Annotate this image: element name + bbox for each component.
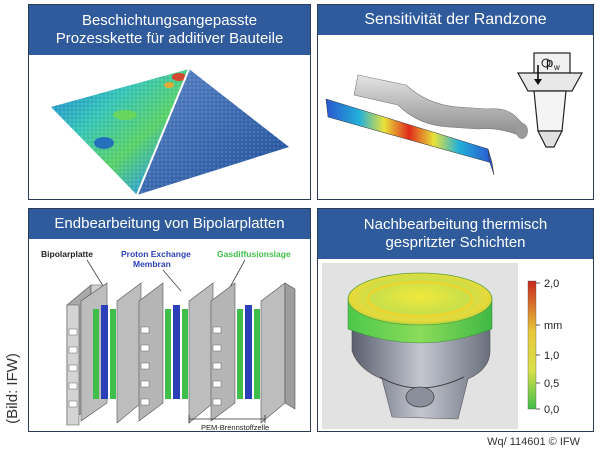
scale-tick-max: 2,0: [544, 278, 559, 290]
symbol-p: p: [546, 55, 553, 70]
indenter-icon: p w: [516, 52, 584, 148]
fuel-cell-graphic: Bipolarplatte Proton Exchange Membran Ga…: [41, 249, 296, 432]
surface-scan-image: [29, 55, 310, 199]
fuel-cell-stack: [66, 282, 296, 426]
piston-graphic: 2,0 mm 1,0 0,5 0,0: [322, 263, 562, 429]
symbol-w: w: [553, 63, 560, 72]
label-pem-line2: Membran: [133, 259, 171, 269]
side-credit-text: (Bild: IFW): [3, 352, 21, 424]
label-pem-line1: Proton Exchange: [121, 249, 191, 259]
label-pem-fuel-cell: PEM-Brennstoffzelle: [201, 423, 269, 432]
side-credit: (Bild: IFW): [0, 318, 24, 458]
label-gas-diffusion: Gasdiffusionslage: [217, 249, 291, 259]
footer-credit: Wq/ 114601 © IFW: [487, 436, 580, 448]
panel-coating-process-chain: Beschichtungsangepasste Prozesskette für…: [28, 4, 311, 200]
panel-title: Sensitivität der Randzone: [318, 5, 593, 35]
panel-title: Beschichtungsangepasste Prozesskette für…: [29, 5, 310, 55]
scale-tick-05: 0,5: [544, 378, 559, 390]
panel-title: Nachbearbeitung thermisch gespritzter Sc…: [318, 209, 593, 259]
surface-scan-graphic: [51, 68, 289, 196]
panel-thermal-spray-coatings: Nachbearbeitung thermisch gespritzter Sc…: [317, 208, 594, 432]
specimen-image: p w: [318, 35, 593, 199]
label-bipolar-plate: Bipolarplatte: [41, 249, 93, 259]
panel-bipolar-plates: Endbearbeitung von Bipolarplatten Bipola…: [28, 208, 311, 432]
color-scale-legend: 2,0 mm 1,0 0,5 0,0: [527, 278, 562, 416]
panel-title: Endbearbeitung von Bipolarplatten: [29, 209, 310, 239]
fuel-cell-diagram: Bipolarplatte Proton Exchange Membran Ga…: [29, 239, 310, 431]
piston-scan-image: 2,0 mm 1,0 0,5 0,0: [318, 259, 593, 431]
panel-edge-zone-sensitivity: Sensitivität der Randzone: [317, 4, 594, 200]
scale-tick-min: 0,0: [544, 404, 559, 416]
scale-unit: mm: [544, 320, 562, 332]
specimen-graphic: p w: [325, 52, 584, 176]
scale-tick-1: 1,0: [544, 350, 559, 362]
